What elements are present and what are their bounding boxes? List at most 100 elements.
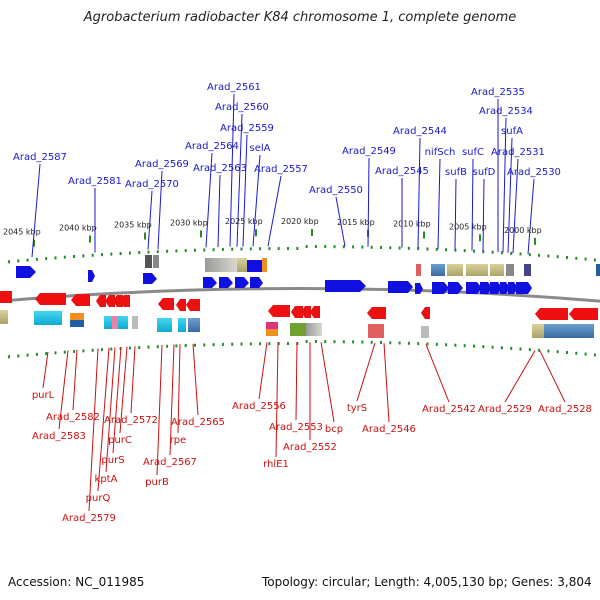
gene-label[interactable]: Arad_2552 (283, 442, 337, 453)
gene-label[interactable]: Arad_2572 (104, 415, 158, 426)
gene-label[interactable]: Arad_2579 (62, 513, 116, 524)
gene-label[interactable]: Arad_2567 (143, 457, 197, 468)
gene-label[interactable]: Arad_2583 (32, 431, 86, 442)
gene-arrow-reverse[interactable] (301, 306, 311, 318)
gene-label[interactable]: Arad_2542 (422, 404, 476, 415)
gene-label[interactable]: Arad_2553 (269, 422, 323, 433)
gene-arrow-forward[interactable] (500, 282, 510, 294)
gene-label[interactable]: sufB (445, 167, 467, 178)
gene-arrow-forward[interactable] (16, 266, 36, 278)
gene-label[interactable]: Arad_2565 (171, 417, 225, 428)
gene-label[interactable]: tyrS (347, 403, 367, 414)
gene-arrow-reverse[interactable] (535, 308, 568, 320)
gene-arrow-reverse[interactable] (421, 307, 430, 319)
gene-label[interactable]: Arad_2582 (46, 412, 100, 423)
gene-leader-line (42, 351, 49, 389)
gene-label[interactable]: Arad_2545 (375, 166, 429, 177)
gene-arrow-reverse[interactable] (176, 299, 186, 311)
gene-arrow-forward[interactable] (432, 282, 449, 294)
gene-label[interactable]: rhlE1 (263, 459, 289, 470)
gene-label[interactable]: purL (32, 390, 55, 401)
scale-tick-mark (423, 231, 425, 239)
gene-label[interactable]: purQ (86, 493, 111, 504)
reverse-cog-boxes (0, 310, 594, 338)
gene-arrow-reverse[interactable] (120, 295, 130, 307)
forward-strand-genes[interactable] (16, 260, 532, 294)
scale-tick-label: 2020 kbp (281, 217, 319, 226)
gene-label[interactable]: Arad_2535 (471, 87, 525, 98)
gene-label[interactable]: Arad_2546 (362, 424, 416, 435)
gene-arrow-reverse[interactable] (186, 299, 200, 311)
gene-arrow-reverse[interactable] (35, 293, 66, 305)
gene-label[interactable]: Arad_2556 (232, 401, 286, 412)
gene-leader-line (169, 344, 175, 456)
gene-arrow-reverse[interactable] (158, 298, 174, 310)
gene-label[interactable]: sufA (501, 126, 523, 137)
gene-label[interactable]: nifSch (425, 147, 456, 158)
gene-label[interactable]: Arad_2557 (254, 164, 308, 175)
scale-tick-mark (33, 239, 35, 247)
gene-label[interactable]: Arad_2560 (215, 102, 269, 113)
scale-tick-label: 2045 kbp (3, 228, 41, 237)
gene-label[interactable]: Arad_2564 (185, 141, 239, 152)
gene-label[interactable]: purB (145, 477, 169, 488)
gene-arrow-forward[interactable] (388, 281, 413, 293)
gene-arrow-reverse[interactable] (268, 305, 290, 317)
gene-leader-line (454, 178, 457, 250)
gene-label[interactable]: Arad_2529 (478, 404, 532, 415)
gene-arrow-forward[interactable] (466, 282, 482, 294)
gene-arrow-forward[interactable] (415, 283, 423, 294)
gene-label[interactable]: bcp (325, 424, 343, 435)
gene-label[interactable]: Arad_2530 (507, 167, 561, 178)
gene-arrow-reverse[interactable] (105, 295, 115, 307)
gene-arrow-reverse[interactable] (96, 295, 106, 307)
gene-label[interactable]: Arad_2544 (393, 126, 447, 137)
gene-arrow-reverse[interactable] (569, 308, 598, 320)
gene-label[interactable]: sufC (462, 147, 484, 158)
gene-arrow-forward[interactable] (203, 277, 217, 288)
gene-arrow-reverse[interactable] (310, 306, 320, 318)
gene-label[interactable]: Arad_2549 (342, 146, 396, 157)
gene-arrow-reverse[interactable] (0, 291, 12, 303)
gene-label[interactable]: Arad_2563 (193, 163, 247, 174)
gene-arrow-reverse[interactable] (71, 294, 90, 306)
scale-tick-label: 2040 kbp (59, 224, 97, 233)
reverse-strand-genes[interactable] (0, 291, 598, 320)
gene-label[interactable]: Arad_2570 (125, 179, 179, 190)
gene-label[interactable]: Arad_2569 (135, 159, 189, 170)
gene-arrow-forward[interactable] (490, 282, 502, 294)
gene-arrow-forward[interactable] (235, 277, 249, 288)
gene-label[interactable]: Arad_2561 (207, 82, 261, 93)
gene-label[interactable]: rpe (170, 435, 187, 446)
gene-label[interactable]: Arad_2559 (220, 123, 274, 134)
gene-label[interactable]: Arad_2550 (309, 185, 363, 196)
gene-arrow-reverse[interactable] (113, 295, 123, 307)
scale-tick-label: 2030 kbp (170, 218, 208, 227)
gene-label[interactable]: sufD (473, 167, 496, 178)
gene-arrow-forward[interactable] (88, 270, 95, 282)
gene-arrow-forward[interactable] (143, 273, 157, 284)
gene-label[interactable]: Arad_2531 (491, 147, 545, 158)
gene-label[interactable]: purC (108, 435, 132, 446)
gene-arrow-forward[interactable] (448, 282, 463, 294)
scale-tick-mark (534, 237, 536, 245)
gene-label[interactable]: Arad_2587 (13, 152, 67, 163)
gene-label[interactable]: Arad_2581 (68, 176, 122, 187)
gene-arrow-forward[interactable] (480, 282, 492, 294)
gene-arrow-forward[interactable] (522, 282, 532, 294)
gene-label[interactable]: purS (101, 455, 124, 466)
gene-arrow-forward[interactable] (250, 277, 263, 288)
gene-label[interactable]: Arad_2528 (538, 404, 592, 415)
gene-arrow-reverse[interactable] (367, 307, 386, 319)
gene-arrow-reverse[interactable] (291, 306, 303, 318)
gene-label[interactable]: Arad_2534 (479, 106, 533, 117)
gene-label[interactable]: kptA (95, 474, 118, 485)
gene-arrow-forward[interactable] (325, 280, 366, 292)
gene-arrow-forward[interactable] (508, 282, 518, 294)
gene-leader-line (156, 344, 163, 476)
gene-leader-line (539, 350, 566, 403)
scale-tick-mark (311, 229, 313, 237)
gene-arrow-forward[interactable] (219, 277, 233, 288)
gene-label[interactable]: selA (250, 143, 271, 154)
